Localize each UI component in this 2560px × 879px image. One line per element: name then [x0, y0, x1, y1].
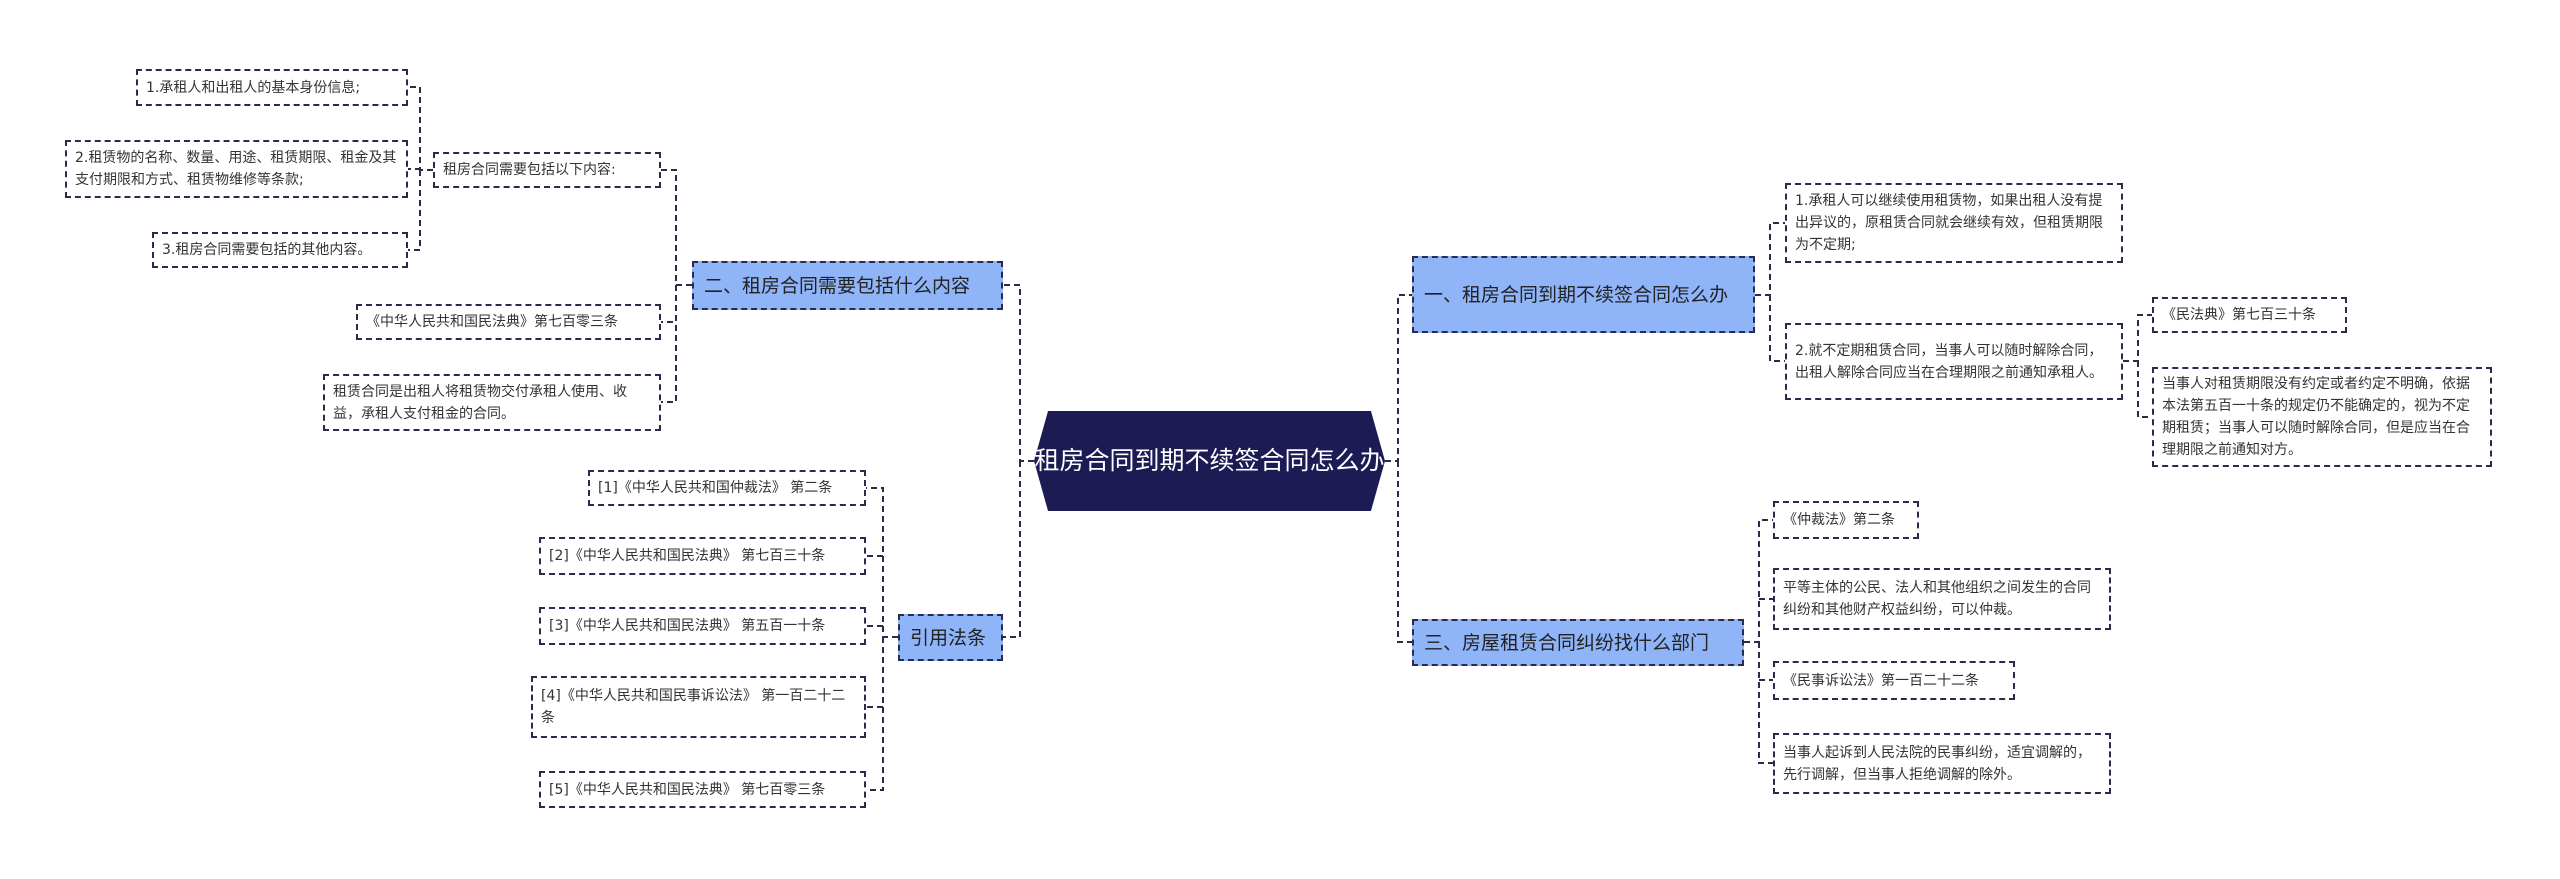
arbitration-text-node[interactable]: 平等主体的公民、法人和其他组织之间发生的合同纠纷和其他财产权益纠纷，可以仲裁。: [1773, 568, 2111, 630]
civil-code-730-node[interactable]: 《民法典》第七百三十条: [2152, 297, 2347, 333]
citation-3[interactable]: [3]《中华人民共和国民法典》 第五百一十条: [539, 607, 866, 645]
branch-citations[interactable]: 引用法条: [898, 614, 1003, 661]
expiry-item-2[interactable]: 2.就不定期租赁合同，当事人可以随时解除合同，出租人解除合同应当在合理期限之前通…: [1785, 323, 2123, 400]
contents-item-2[interactable]: 2.租赁物的名称、数量、用途、租赁期限、租金及其支付期限和方式、租赁物维修等条款…: [65, 140, 408, 198]
lease-definition-node[interactable]: 租赁合同是出租人将租赁物交付承租人使用、收益，承租人支付租金的合同。: [323, 374, 661, 431]
citation-5[interactable]: [5]《中华人民共和国民法典》 第七百零三条: [539, 771, 866, 808]
contents-item-3[interactable]: 3.租房合同需要包括的其他内容。: [152, 232, 408, 268]
citation-4[interactable]: [4]《中华人民共和国民事诉讼法》 第一百二十二条: [531, 676, 866, 738]
civil-code-730-text[interactable]: 当事人对租赁期限没有约定或者约定不明确，依据本法第五百一十条的规定仍不能确定的，…: [2152, 367, 2492, 467]
contents-intro-node[interactable]: 租房合同需要包括以下内容:: [433, 152, 661, 188]
citation-1[interactable]: [1]《中华人民共和国仲裁法》 第二条: [588, 470, 866, 506]
branch-dispute-department[interactable]: 三、房屋租赁合同纠纷找什么部门: [1412, 619, 1744, 666]
expiry-item-1[interactable]: 1.承租人可以继续使用租赁物，如果出租人没有提出异议的，原租赁合同就会继续有效，…: [1785, 183, 2123, 263]
arbitration-law-node[interactable]: 《仲裁法》第二条: [1773, 501, 1919, 539]
civil-procedure-law-node[interactable]: 《民事诉讼法》第一百二十二条: [1773, 661, 2015, 700]
mediation-text-node[interactable]: 当事人起诉到人民法院的民事纠纷，适宜调解的，先行调解，但当事人拒绝调解的除外。: [1773, 733, 2111, 794]
branch-contract-contents[interactable]: 二、租房合同需要包括什么内容: [692, 261, 1003, 310]
root-topic[interactable]: 租房合同到期不续签合同怎么办: [1034, 411, 1385, 511]
branch-expiry-handling[interactable]: 一、租房合同到期不续签合同怎么办: [1412, 256, 1755, 333]
citation-2[interactable]: [2]《中华人民共和国民法典》 第七百三十条: [539, 537, 866, 575]
civil-code-703-node[interactable]: 《中华人民共和国民法典》第七百零三条: [356, 304, 661, 340]
contents-item-1[interactable]: 1.承租人和出租人的基本身份信息;: [136, 69, 408, 106]
